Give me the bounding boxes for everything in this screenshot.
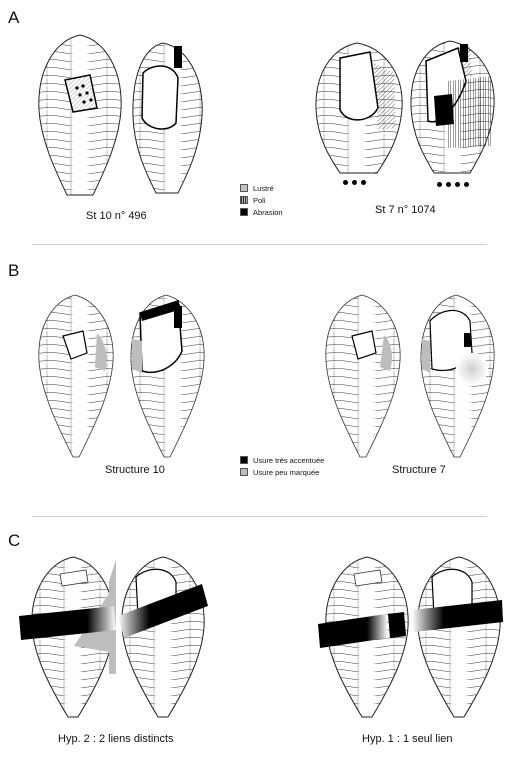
legend-swatch [240, 184, 248, 192]
caption-hyp2: Hyp. 2 : 2 liens distincts [58, 733, 174, 745]
caption-structure7: Structure 7 [392, 464, 446, 476]
dot [464, 182, 469, 187]
shell-st7-front [312, 38, 407, 178]
legend-wear-type: Lustré Poli Abrasion [240, 182, 283, 218]
divider [32, 516, 487, 517]
legend-label: Lustré [253, 184, 274, 193]
legend-item-abrasion: Abrasion [240, 206, 283, 218]
shell-structure10-back [128, 291, 210, 461]
panel-a: A St 10 n° 496 Lustré Poli Abrasion [0, 0, 515, 240]
legend-swatch [240, 468, 248, 476]
panel-letter-c: C [8, 531, 20, 551]
caption-structure10: Structure 10 [105, 464, 165, 476]
legend-item-lustre: Lustré [240, 182, 283, 194]
dot [343, 180, 348, 185]
dot [437, 182, 442, 187]
panel-b: B Structure 10 Usure très accentuée Usur… [0, 255, 515, 495]
panel-c: C Hyp. 2 : 2 liens distincts Hyp. 1 : 1 … [0, 528, 515, 766]
caption-hyp1: Hyp. 1 : 1 seul lien [362, 733, 453, 745]
dot [446, 182, 451, 187]
legend-item-weak: Usure peu marquée [240, 466, 324, 478]
dot [352, 180, 357, 185]
legend-swatch [240, 456, 248, 464]
legend-label: Abrasion [253, 208, 283, 217]
dots-st7-front [343, 180, 366, 185]
legend-swatch [240, 208, 248, 216]
shell-st10-front [35, 30, 125, 200]
caption-st7: St 7 n° 1074 [375, 204, 436, 216]
panel-letter-b: B [8, 261, 19, 281]
legend-item-poli: Poli [240, 194, 283, 206]
legend-wear-intensity: Usure très accentuée Usure peu marquée [240, 454, 324, 478]
shell-st7-back [408, 36, 500, 178]
caption-st10: St 10 n° 496 [86, 210, 147, 222]
dot [455, 182, 460, 187]
shell-st10-back [128, 38, 208, 198]
hyp1-tie [316, 594, 506, 654]
dot [361, 180, 366, 185]
dots-st7-back [437, 182, 469, 187]
legend-item-strong: Usure très accentuée [240, 454, 324, 466]
legend-label: Poli [253, 196, 266, 205]
hyp2-ties [14, 556, 214, 676]
shell-structure10-front [35, 291, 117, 461]
legend-label: Usure très accentuée [253, 456, 324, 465]
shell-structure7-back [418, 291, 500, 461]
shell-structure7-front [322, 291, 404, 461]
divider [32, 244, 487, 245]
legend-swatch [240, 196, 248, 204]
panel-letter-a: A [8, 8, 19, 28]
legend-label: Usure peu marquée [253, 468, 319, 477]
